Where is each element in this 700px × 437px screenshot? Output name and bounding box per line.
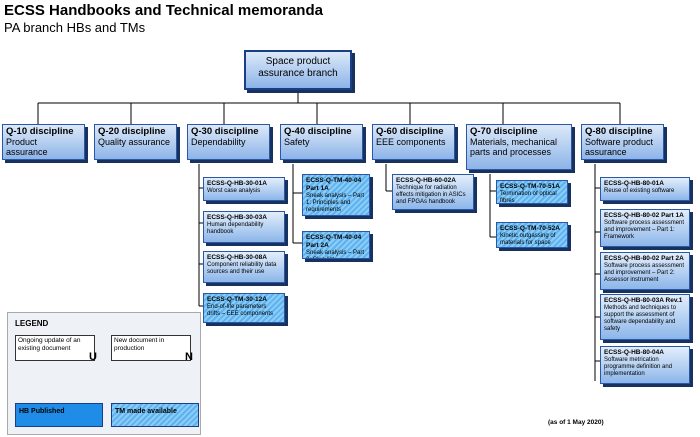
document-id: ECSS-Q-HB-80-02 Part 2A	[604, 255, 684, 262]
document-id: ECSS-Q-HB-80-02 Part 1A	[604, 212, 684, 219]
discipline-q70: Q-70 discipline Materials, mechanical pa…	[466, 124, 572, 170]
discipline-q60: Q-60 discipline EEE components	[372, 124, 455, 160]
document-title: Software metrication programme definitio…	[604, 357, 673, 377]
legend-new-letter: N	[185, 351, 193, 363]
discipline-q80: Q-80 discipline Software product assuran…	[581, 124, 664, 160]
discipline-name: Materials, mechanical parts and processe…	[470, 137, 558, 157]
discipline-q30: Q-30 discipline Dependability	[187, 124, 270, 160]
document-card: ECSS-Q-TM-70-52A Kinetic outgassing of m…	[496, 222, 568, 248]
discipline-code: Q-60 discipline	[376, 126, 444, 137]
document-card: ECSS-Q-TM-30-12A End-of-life parameters …	[203, 293, 285, 323]
document-title: Technique for radiation effects mitigati…	[396, 185, 466, 205]
document-id: ECSS-Q-HB-30-08A	[207, 254, 267, 261]
legend: LEGEND Ongoing update of an existing doc…	[7, 312, 201, 435]
document-card: ECSS-Q-HB-80-04A Software metrication pr…	[600, 346, 690, 384]
document-card: ECSS-Q-TM-40-04 Part 1A Sneak analysis –…	[302, 174, 370, 216]
document-card: ECSS-Q-HB-80-02 Part 2A Software process…	[600, 252, 690, 290]
document-title: Software process assessment and improvem…	[604, 263, 685, 283]
root-node: Space product assurance branch	[244, 50, 352, 90]
discipline-code: Q-30 discipline	[191, 126, 259, 137]
legend-ongoing-letter: U	[89, 351, 97, 363]
discipline-name: Software product assurance	[585, 137, 654, 157]
discipline-q40: Q-40 discipline Safety	[280, 124, 363, 160]
discipline-q10: Q-10 discipline Product assurance manage…	[2, 124, 85, 160]
page-subtitle: PA branch HBs and TMs	[4, 20, 146, 35]
legend-ongoing-label: Ongoing update of an existing document	[18, 337, 81, 352]
legend-new-swatch: New document in production	[111, 335, 191, 361]
discipline-code: Q-10 discipline	[6, 126, 74, 137]
document-title: Reuse of existing software	[604, 188, 675, 194]
document-id: ECSS-Q-HB-80-01A	[604, 180, 664, 187]
document-card: ECSS-Q-HB-80-03A Rev.1 Methods and techn…	[600, 294, 690, 340]
document-id: ECSS-Q-HB-60-02A	[396, 177, 456, 184]
document-card: ECSS-Q-TM-70-51A Termination of optical …	[496, 180, 568, 204]
page-title: ECSS Handbooks and Technical memoranda	[4, 2, 323, 19]
document-id: ECSS-Q-TM-40-04 Part 2A	[306, 234, 362, 249]
legend-new-label: New document in production	[114, 337, 165, 352]
document-title: Software process assessment and improvem…	[604, 220, 685, 240]
document-card: ECSS-Q-HB-80-02 Part 1A Software process…	[600, 209, 690, 247]
document-id: ECSS-Q-TM-70-52A	[500, 225, 560, 232]
legend-tm-swatch: TM made available	[111, 403, 199, 427]
document-id: ECSS-Q-HB-80-03A Rev.1	[604, 297, 683, 304]
date-note: (as of 1 May 2020)	[548, 419, 604, 426]
legend-tm-label: TM made available	[115, 408, 177, 415]
document-card: ECSS-Q-HB-80-01A Reuse of existing softw…	[600, 177, 690, 201]
discipline-name: EEE components	[376, 137, 446, 147]
legend-ongoing-swatch: Ongoing update of an existing document	[15, 335, 95, 361]
document-title: End-of-life parameters drifts – EEE comp…	[207, 304, 274, 317]
document-title: Sneak analysis – Part 2: Clue list	[306, 250, 365, 258]
discipline-q20: Q-20 discipline Quality assurance	[94, 124, 177, 160]
document-id: ECSS-Q-HB-30-01A	[207, 180, 267, 187]
discipline-name: Quality assurance	[98, 137, 171, 147]
document-card: ECSS-Q-HB-30-01A Worst case analysis	[203, 177, 285, 201]
document-title: Termination of optical fibres	[500, 191, 557, 204]
discipline-code: Q-80 discipline	[585, 126, 653, 137]
legend-hb-label: HB Published	[19, 408, 65, 415]
discipline-code: Q-40 discipline	[284, 126, 352, 137]
document-id: ECSS-Q-TM-30-12A	[207, 296, 267, 303]
discipline-name: Safety	[284, 137, 310, 147]
document-id: ECSS-Q-TM-40-04 Part 1A	[306, 177, 362, 192]
document-id: ECSS-Q-HB-30-03A	[207, 214, 267, 221]
document-title: Human dependability handbook	[207, 222, 264, 235]
document-title: Kinetic outgassing of materials for spac…	[500, 233, 556, 246]
discipline-code: Q-70 discipline	[470, 126, 538, 137]
root-label: Space product assurance branch	[258, 56, 338, 79]
legend-title: LEGEND	[15, 319, 49, 328]
document-id: ECSS-Q-HB-80-04A	[604, 349, 664, 356]
document-card: ECSS-Q-TM-40-04 Part 2A Sneak analysis –…	[302, 231, 370, 259]
document-id: ECSS-Q-TM-70-51A	[500, 183, 560, 190]
document-title: Sneak analysis – Part 1: Principles and …	[306, 193, 365, 213]
document-title: Component reliability data sources and t…	[207, 262, 277, 275]
document-title: Worst case analysis	[207, 188, 261, 194]
document-card: ECSS-Q-HB-30-08A Component reliability d…	[203, 251, 285, 283]
document-card: ECSS-Q-HB-60-02A Technique for radiation…	[392, 174, 474, 210]
discipline-name: Product assurance management	[6, 137, 59, 159]
discipline-name: Dependability	[191, 137, 246, 147]
document-title: Methods and techniques to support the as…	[604, 305, 677, 332]
legend-hb-swatch: HB Published	[15, 403, 103, 427]
discipline-code: Q-20 discipline	[98, 126, 166, 137]
document-card: ECSS-Q-HB-30-03A Human dependability han…	[203, 211, 285, 243]
